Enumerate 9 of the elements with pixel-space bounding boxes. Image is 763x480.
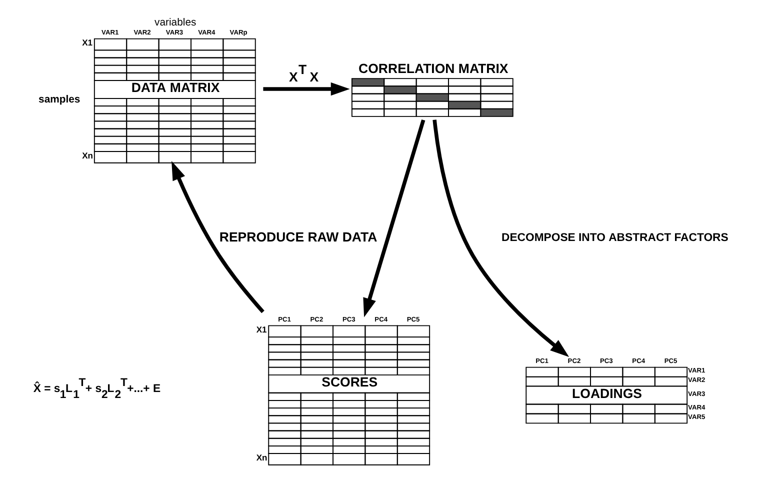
node-label: X1 bbox=[256, 324, 266, 334]
edge-label: REPRODUCE RAW DATA bbox=[218, 230, 377, 245]
node-label: variables bbox=[154, 17, 196, 28]
node-label: X1 bbox=[82, 38, 92, 48]
node-label: Xn bbox=[82, 150, 93, 160]
node-label: samples bbox=[38, 94, 80, 106]
node-label: Xn bbox=[256, 452, 267, 462]
node-label: CORRELATION MATRIX bbox=[358, 61, 508, 76]
label: DECOMPOSE INTO ABSTRACT FACTORS bbox=[501, 232, 728, 244]
